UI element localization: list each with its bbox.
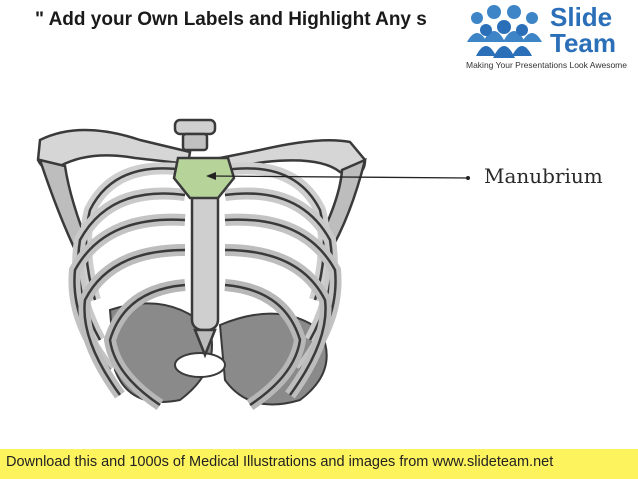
logo-word-slide: Slide [550,2,613,32]
ribs-right [224,162,342,410]
logo-word-team: Team [550,28,616,58]
sternum [173,118,220,359]
slide-title: " Add your Own Labels and Highlight Any … [35,9,427,30]
arrow-left-icon [206,172,216,180]
label-pointer-line [209,175,469,179]
manubrium-highlight [172,156,236,200]
people-group-icon [467,5,542,58]
slideteam-logo: Slide Team Making Your Presentations Loo… [462,0,638,80]
manubrium-label: Manubrium [484,164,603,188]
rib-cage-illustration [36,118,470,410]
logo-tagline: Making Your Presentations Look Awesome [466,60,627,70]
ribs-left [68,162,186,410]
footer-text: Download this and 1000s of Medical Illus… [6,454,554,470]
footer-banner: Download this and 1000s of Medical Illus… [0,449,638,479]
